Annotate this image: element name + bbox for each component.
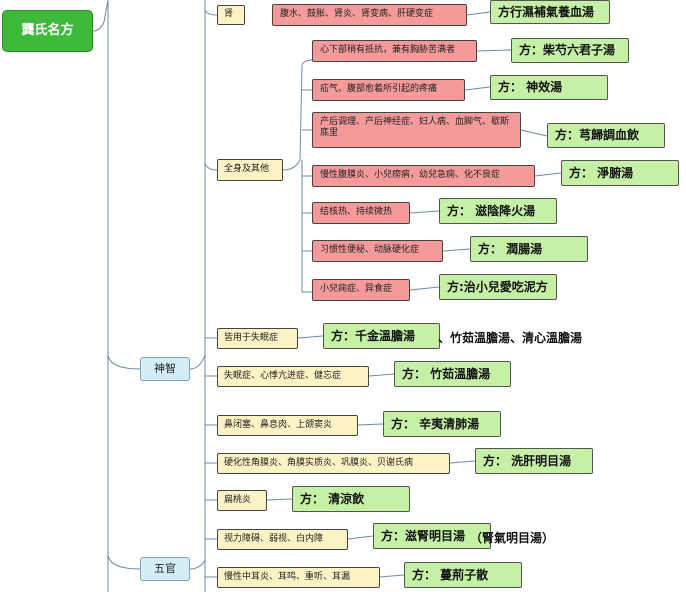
subcategory-shimian[interactable]: 皆用于失眠症 — [217, 328, 298, 349]
connector-root — [92, 0, 109, 32]
subcategory-shili[interactable]: 视力障碍、弱视、白内障 — [217, 529, 348, 550]
connector-shenzhi — [107, 354, 141, 370]
prescription-jiaomo[interactable]: 方： 洗肝明目湯 — [475, 448, 593, 474]
prescription-erming[interactable]: 方： 蔓荊子散 — [404, 562, 522, 588]
prescription-shanqi[interactable]: 方： 神效湯 — [490, 75, 608, 100]
subcategory-shimian2[interactable]: 失眠症、心悸亢进症、健忘症 — [217, 366, 369, 387]
connector-quanshen-vertical — [282, 59, 313, 293]
symptom-xiaoer[interactable]: 小兒痫症、异食症 — [312, 279, 410, 301]
subcategory-erming[interactable]: 慢性中耳炎、耳鸣、重听、耳漏 — [217, 567, 380, 588]
root-node[interactable]: 龔氏名方 — [2, 10, 93, 52]
subcategory-shen[interactable]: 肾 — [217, 5, 245, 25]
subcategory-jiaomo[interactable]: 硬化性角膜炎、角膜实质炎、巩膜炎、贝谢氏病 — [217, 453, 450, 474]
symptom-shen[interactable]: 腹水、鼓胀、肾炎、肾变病、肝硬变症 — [272, 4, 467, 26]
connector-rx-links — [266, 11, 562, 578]
prescription-biantaoyan[interactable]: 方： 清涼飲 — [292, 486, 410, 512]
subcategory-biyan[interactable]: 鼻闭塞、鼻息肉、上颌窦炎 — [217, 415, 358, 436]
symptom-chanhou[interactable]: 产后调理、产后神经症、妇人病、血脚气、歇斯底里 — [312, 112, 521, 148]
category-wuguan[interactable]: 五官 — [140, 557, 190, 581]
prescription-shili-extra: （腎氣明目湯） — [470, 531, 555, 545]
prescription-shen[interactable]: 方行濕補氣養血湯 — [490, 0, 610, 24]
connector-wuguan-branch — [189, 424, 217, 578]
symptom-xinxia[interactable]: 心下部稍有抵抗，兼有胸胁苦满者 — [312, 40, 477, 62]
symptom-bianmi[interactable]: 习惯性便秘、动脉硬化症 — [312, 240, 443, 262]
category-shenzhi[interactable]: 神智 — [140, 357, 190, 381]
connector-quanshen-items — [302, 89, 312, 252]
prescription-xinxia[interactable]: 方：柴芍六君子湯 — [511, 38, 629, 63]
prescription-shili[interactable]: 方：滋腎明目湯 — [373, 523, 491, 549]
subcategory-biantaoyan[interactable]: 扁桃炎 — [217, 490, 267, 511]
symptom-jiehe[interactable]: 结核热、持续微热 — [312, 202, 410, 224]
connector-shenzhi-branch — [189, 337, 217, 377]
symptom-shanqi[interactable]: 疝气、腹部愈着所引起的疼痛 — [312, 79, 465, 101]
connector-shen — [204, 9, 218, 16]
prescription-bianmi[interactable]: 方： 潤腸湯 — [470, 236, 588, 262]
prescription-jiehe[interactable]: 方： 滋陰降火湯 — [439, 198, 557, 224]
prescription-biyan[interactable]: 方： 辛夷清肺湯 — [383, 411, 501, 437]
connector-quanshen — [204, 162, 218, 171]
subcategory-quanshen[interactable]: 全身及其他 — [217, 159, 283, 181]
prescription-shimian2[interactable]: 方： 竹茹溫膽湯 — [394, 361, 511, 387]
prescription-shimian-extra: 、竹茹溫膽湯、清心溫膽湯 — [438, 331, 583, 345]
prescription-chanhou[interactable]: 方：芎歸調血飲 — [547, 123, 665, 148]
prescription-shimian[interactable]: 方：千金溫膽湯 — [323, 323, 440, 349]
symptom-fumo[interactable]: 慢性腹膜炎、小兒痨痟，幼兒急痫、化不良症 — [312, 165, 535, 187]
connector-wuguan — [107, 554, 141, 570]
prescription-xiaoer[interactable]: 方:治小兒愛吃泥方 — [439, 274, 557, 300]
prescription-fumo[interactable]: 方： 淨腑湯 — [561, 160, 679, 186]
